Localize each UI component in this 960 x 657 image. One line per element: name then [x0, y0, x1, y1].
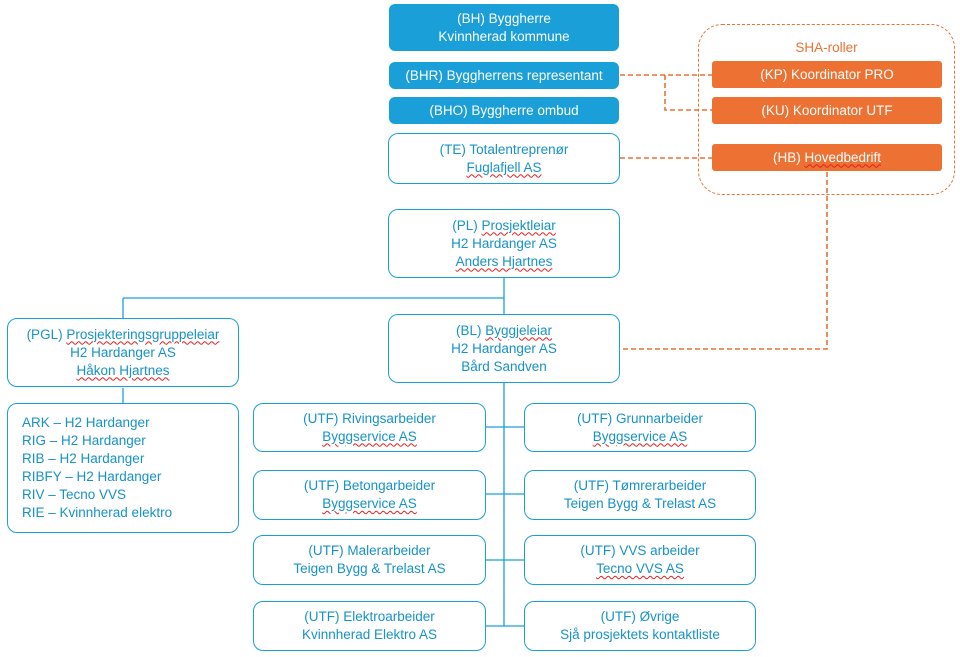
utf-tomrer-box[interactable]: (UTF) Tømrerarbeider Teigen Bygg & Trela…	[524, 470, 756, 520]
bl-org: H2 Hardanger AS	[451, 340, 557, 356]
te-contractor-box[interactable]: (TE) Totalentreprenør Fuglafjell AS	[388, 133, 620, 184]
bh-owner-box[interactable]: (BH) Byggherre Kvinnherad kommune	[389, 4, 619, 51]
pl-org: H2 Hardanger AS	[451, 235, 557, 251]
hb-label: (HB) Hovedbedrift	[772, 149, 882, 165]
utf-ovrige-title: (UTF) Øvrige	[600, 609, 680, 624]
utf-tomrer-title: (UTF) Tømrerarbeider	[573, 478, 707, 493]
design-group-list[interactable]: ARK – H2 Hardanger RIG – H2 Hardanger RI…	[7, 403, 239, 533]
utf-grunn-title: (UTF) Grunnarbeider	[576, 410, 704, 426]
bh-org: Kvinnherad kommune	[438, 28, 570, 44]
utf-maler-org: Teigen Bygg & Trelast AS	[293, 561, 446, 576]
utf-grunn-org: Byggservice AS	[592, 428, 688, 444]
design-group-item: RIE – Kvinnherad elektro	[22, 505, 173, 520]
utf-vvs-title: (UTF) VVS arbeider	[580, 543, 700, 558]
kp-coordinator-box[interactable]: (KP) Koordinator PRO	[712, 61, 942, 88]
sha-roles-title: SHA-roller	[795, 40, 858, 55]
bho-owner-agent-box[interactable]: (BHO) Byggherre ombud	[389, 97, 619, 124]
design-group-item: RIV – Tecno VVS	[22, 487, 127, 502]
utf-ovrige-org: Sjå prosjektets kontaktliste	[560, 627, 720, 642]
pgl-title: (PGL) Prosjekteringsgruppeleiar	[26, 326, 220, 342]
te-title: (TE) Totalentreprenør	[439, 141, 569, 157]
design-group-item: ARK – H2 Hardanger	[22, 415, 150, 430]
utf-vvs-org: Tecno VVS AS	[596, 561, 684, 576]
utf-betong-org: Byggservice AS	[322, 496, 417, 511]
utf-betong-box[interactable]: (UTF) Betongarbeider Byggservice AS	[253, 470, 486, 520]
design-group-item: RIG – H2 Hardanger	[22, 433, 146, 448]
pgl-org: H2 Hardanger AS	[70, 344, 176, 360]
bhr-owner-rep-box[interactable]: (BHR) Byggherrens representant	[389, 62, 619, 89]
utf-riving-box[interactable]: (UTF) Rivingsarbeider Byggservice AS	[253, 403, 486, 452]
utf-betong-title: (UTF) Betongarbeider	[303, 478, 436, 493]
ku-label: (KU) Koordinator UTF	[761, 102, 893, 118]
dashed-hb-bl	[620, 172, 828, 350]
pgl-person: Håkon Hjartnes	[76, 362, 170, 378]
ku-coordinator-box[interactable]: (KU) Koordinator UTF	[712, 97, 942, 124]
utf-maler-box[interactable]: (UTF) Malerarbeider Teigen Bygg & Trelas…	[253, 535, 486, 585]
utf-elektro-org: Kvinnherad Elektro AS	[301, 627, 438, 642]
bh-title: (BH) Byggherre	[457, 10, 551, 26]
bl-title: (BL) Byggjeleiar	[455, 322, 553, 338]
design-group-item: RIBFY – H2 Hardanger	[22, 469, 162, 484]
utf-tomrer-org: Teigen Bygg & Trelast AS	[563, 496, 717, 511]
utf-grunn-box[interactable]: (UTF) Grunnarbeider Byggservice AS	[524, 403, 756, 452]
utf-riving-org: Byggservice AS	[322, 428, 417, 444]
bl-person: Bård Sandven	[461, 358, 547, 374]
utf-riving-title: (UTF) Rivingsarbeider	[303, 410, 436, 426]
utf-vvs-box[interactable]: (UTF) VVS arbeider Tecno VVS AS	[524, 535, 756, 585]
pgl-design-manager-box[interactable]: (PGL) Prosjekteringsgruppeleiar H2 Harda…	[7, 318, 239, 387]
utf-ovrige-box[interactable]: (UTF) Øvrige Sjå prosjektets kontaktlist…	[524, 601, 756, 651]
hb-main-company-box[interactable]: (HB) Hovedbedrift	[712, 144, 942, 171]
pl-project-manager-box[interactable]: (PL) Prosjektleiar H2 Hardanger AS Ander…	[388, 209, 620, 278]
bho-title: (BHO) Byggherre ombud	[429, 102, 579, 118]
te-org: Fuglafjell AS	[466, 159, 542, 175]
utf-elektro-box[interactable]: (UTF) Elektroarbeider Kvinnherad Elektro…	[253, 601, 486, 651]
bl-site-manager-box[interactable]: (BL) Byggjeleiar H2 Hardanger AS Bård Sa…	[388, 314, 620, 383]
bhr-title: (BHR) Byggherrens representant	[405, 67, 603, 83]
sha-roles-group	[698, 24, 955, 195]
design-group-item: RIB – H2 Hardanger	[22, 451, 145, 466]
pl-person: Anders Hjartnes	[455, 253, 553, 269]
pl-title: (PL) Prosjektleiar	[452, 217, 556, 233]
utf-maler-title: (UTF) Malerarbeider	[308, 543, 431, 558]
kp-label: (KP) Koordinator PRO	[760, 66, 894, 82]
utf-elektro-title: (UTF) Elektroarbeider	[304, 609, 435, 624]
dashed-kp-ku	[664, 75, 712, 111]
